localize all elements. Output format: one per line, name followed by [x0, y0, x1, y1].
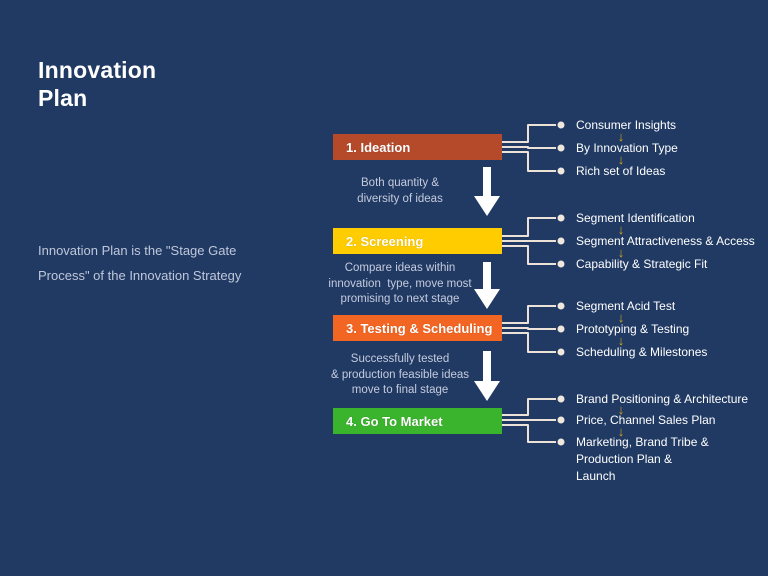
output-item: Scheduling & Milestones [576, 345, 708, 359]
down-arrow-large-icon [474, 262, 500, 309]
output-item: Brand Positioning & Architecture [576, 392, 749, 406]
down-arrow-large-icon [474, 167, 500, 216]
transition-caption-1: Both quantity & diversity of ideas [357, 177, 443, 205]
output-item: By Innovation Type [576, 141, 678, 155]
down-arrow-icon: ↓ [617, 222, 625, 237]
page-title: Innovation Plan [38, 57, 157, 112]
down-arrow-icon: ↓ [617, 129, 625, 144]
transition-caption-3: Successfully tested & production feasibl… [330, 353, 470, 396]
down-arrow-icon: ↓ [617, 152, 625, 167]
down-arrow-icon: ↓ [617, 424, 625, 439]
stage-transition-arrows [474, 167, 500, 401]
stage-label: 1. Ideation [346, 139, 411, 155]
stage-label: 2. Screening [346, 233, 424, 249]
output-item: Segment Identification [576, 211, 695, 225]
output-item: Rich set of Ideas [576, 164, 666, 178]
down-arrow-large-icon [474, 351, 500, 401]
output-item: Consumer Insights [576, 118, 677, 132]
stage-box-go-to-market: 4. Go To Market [333, 408, 502, 434]
stage-box-testing-scheduling: 3. Testing & Scheduling [333, 315, 502, 341]
stage-label: 3. Testing & Scheduling [346, 320, 493, 336]
stage-label: 4. Go To Market [346, 413, 443, 429]
down-arrow-icon: ↓ [617, 333, 625, 348]
output-item: Capability & Strategic Fit [576, 257, 708, 271]
output-item: Segment Attractiveness & Access [576, 234, 755, 248]
transition-caption-2: Compare ideas within innovation type, mo… [328, 262, 472, 305]
stage-box-ideation: 1. Ideation [333, 134, 502, 160]
output-item: Marketing, Brand Tribe & Production Plan… [576, 435, 709, 483]
output-item: Price, Channel Sales Plan [576, 413, 716, 427]
description-text: Innovation Plan is the "Stage Gate Proce… [38, 243, 242, 284]
output-item: Prototyping & Testing [576, 322, 690, 336]
stage-box-screening: 2. Screening [333, 228, 502, 254]
down-arrow-icon: ↓ [617, 402, 625, 417]
output-item: Segment Acid Test [576, 299, 676, 313]
down-arrow-icon: ↓ [617, 245, 625, 260]
bullet-dots [557, 121, 565, 446]
down-arrow-icon: ↓ [617, 310, 625, 325]
